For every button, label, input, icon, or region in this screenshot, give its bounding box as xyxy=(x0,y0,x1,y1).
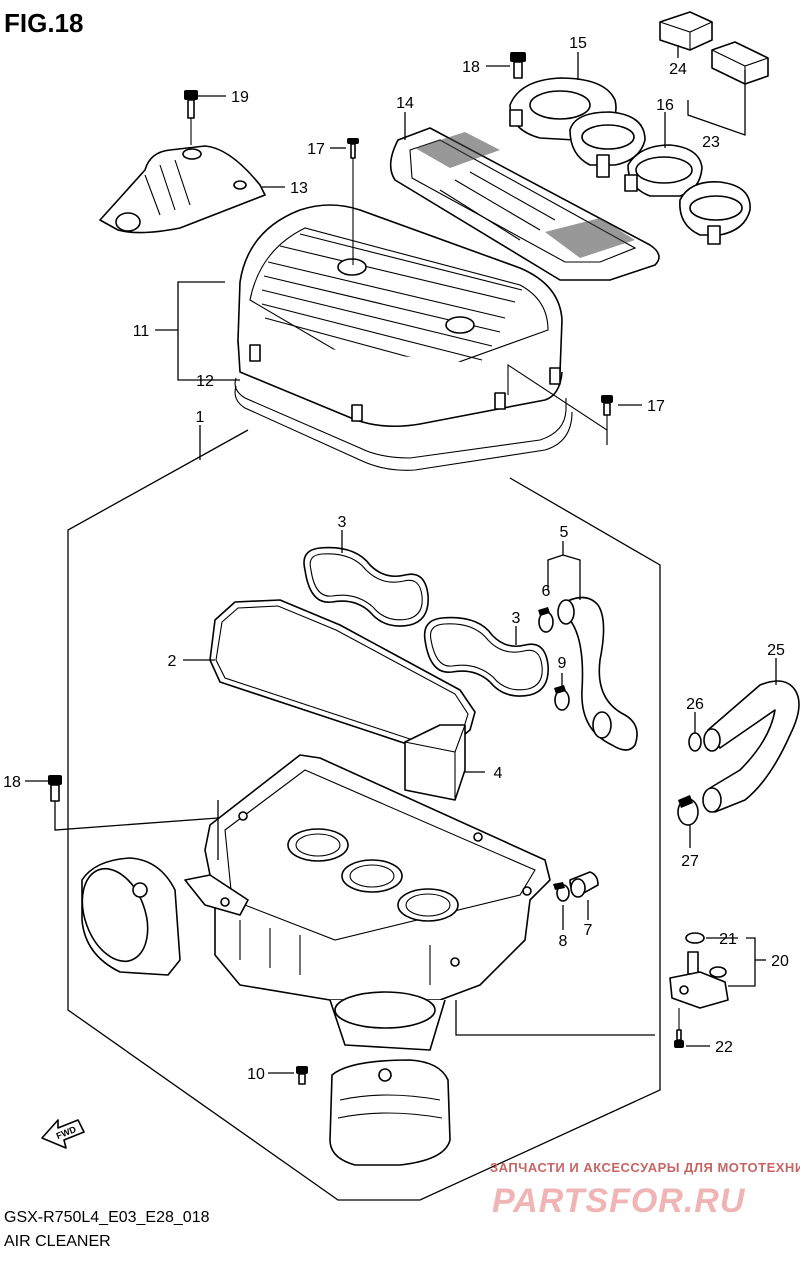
section-name: AIR CLEANER xyxy=(4,1233,111,1250)
bracket-11-12 xyxy=(177,281,240,381)
callout-12: 12 xyxy=(196,373,214,390)
intake-duct-left xyxy=(81,857,181,976)
gasket-3-left-inner xyxy=(309,553,423,621)
callout-11: 11 xyxy=(133,323,150,340)
callout-17-lower: 17 xyxy=(647,398,665,415)
pad-4 xyxy=(404,724,466,801)
air-cleaner-cap-11 xyxy=(237,204,563,428)
axis-18-left-b xyxy=(54,801,219,831)
callout-6: 6 xyxy=(542,583,551,600)
bracket-5b xyxy=(562,554,581,600)
callout-15: 15 xyxy=(569,35,587,52)
funnel-16 xyxy=(624,144,751,245)
callout-20: 20 xyxy=(771,953,789,970)
screw-17-upper xyxy=(347,138,359,159)
axis-20-case xyxy=(455,1000,655,1036)
seal-2-inner xyxy=(215,605,469,740)
bracket-13 xyxy=(99,145,266,234)
fwd-arrow-icon: FWD xyxy=(41,1119,85,1149)
seal-2 xyxy=(209,599,476,746)
clip-10 xyxy=(296,1066,308,1085)
callout-23: 23 xyxy=(702,134,720,151)
clamp-27 xyxy=(677,795,699,826)
callout-7: 7 xyxy=(584,922,593,939)
o-ring-21 xyxy=(685,932,705,944)
callout-18-left: 18 xyxy=(3,774,21,791)
seal-12-inner xyxy=(234,385,573,471)
callout-14: 14 xyxy=(396,95,414,112)
callout-16: 16 xyxy=(656,97,674,114)
callout-27: 27 xyxy=(681,853,699,870)
callout-19: 19 xyxy=(231,89,249,106)
model-code: GSX-R750L4_E03_E28_018 xyxy=(4,1209,210,1226)
watermark-brand: PARTSFOR.RU xyxy=(492,1182,746,1220)
callout-17-upper: 17 xyxy=(307,141,325,158)
assembly-outline xyxy=(67,429,661,1201)
callout-10: 10 xyxy=(247,1066,265,1083)
clamp-6 xyxy=(538,607,554,633)
clamp-8 xyxy=(553,882,570,902)
callout-3-right: 3 xyxy=(512,610,521,627)
funnel-15 xyxy=(509,77,646,178)
seal-12 xyxy=(234,377,567,459)
valve-20 xyxy=(669,951,729,1009)
callout-5: 5 xyxy=(560,524,569,541)
bolt-18-upper xyxy=(510,52,526,79)
callout-13: 13 xyxy=(290,180,308,197)
callout-22: 22 xyxy=(715,1039,733,1056)
gasket-3-left xyxy=(303,546,429,627)
gasket-3-right-inner xyxy=(429,623,543,691)
clamp-9 xyxy=(554,685,570,711)
bracket-5 xyxy=(547,541,564,590)
hose-25 xyxy=(702,680,800,813)
air-cleaner-case xyxy=(184,754,551,1051)
bolt-18-left xyxy=(48,775,62,802)
funnel-plate-14 xyxy=(389,127,660,281)
callout-3-left: 3 xyxy=(338,514,347,531)
callout-2: 2 xyxy=(168,653,177,670)
callout-4: 4 xyxy=(494,765,503,782)
cap-7 xyxy=(569,871,599,898)
callout-8: 8 xyxy=(559,933,568,950)
gasket-3-right xyxy=(423,616,549,697)
leader-23 xyxy=(687,70,746,136)
bolt-19 xyxy=(184,90,198,145)
callout-25: 25 xyxy=(767,642,785,659)
callout-9: 9 xyxy=(558,655,567,672)
intake-duct-lower xyxy=(329,1059,451,1166)
screw-22 xyxy=(674,1029,684,1048)
watermark-tagline: ЗАПЧАСТИ И АКСЕССУАРЫ ДЛЯ МОТОТЕХНИКИ xyxy=(490,1160,800,1175)
connector-23 xyxy=(711,41,769,85)
figure-title: FIG.18 xyxy=(4,8,83,38)
hose-5 xyxy=(557,596,638,751)
screw-17-lower xyxy=(601,395,613,416)
callout-1: 1 xyxy=(196,409,205,426)
callout-18-upper: 18 xyxy=(462,59,480,76)
callout-26: 26 xyxy=(686,696,704,713)
callout-21: 21 xyxy=(719,931,737,948)
callout-24: 24 xyxy=(669,61,687,78)
sensor-24 xyxy=(659,11,713,51)
bracket-20-21 xyxy=(728,937,756,987)
clamp-26 xyxy=(688,732,702,752)
